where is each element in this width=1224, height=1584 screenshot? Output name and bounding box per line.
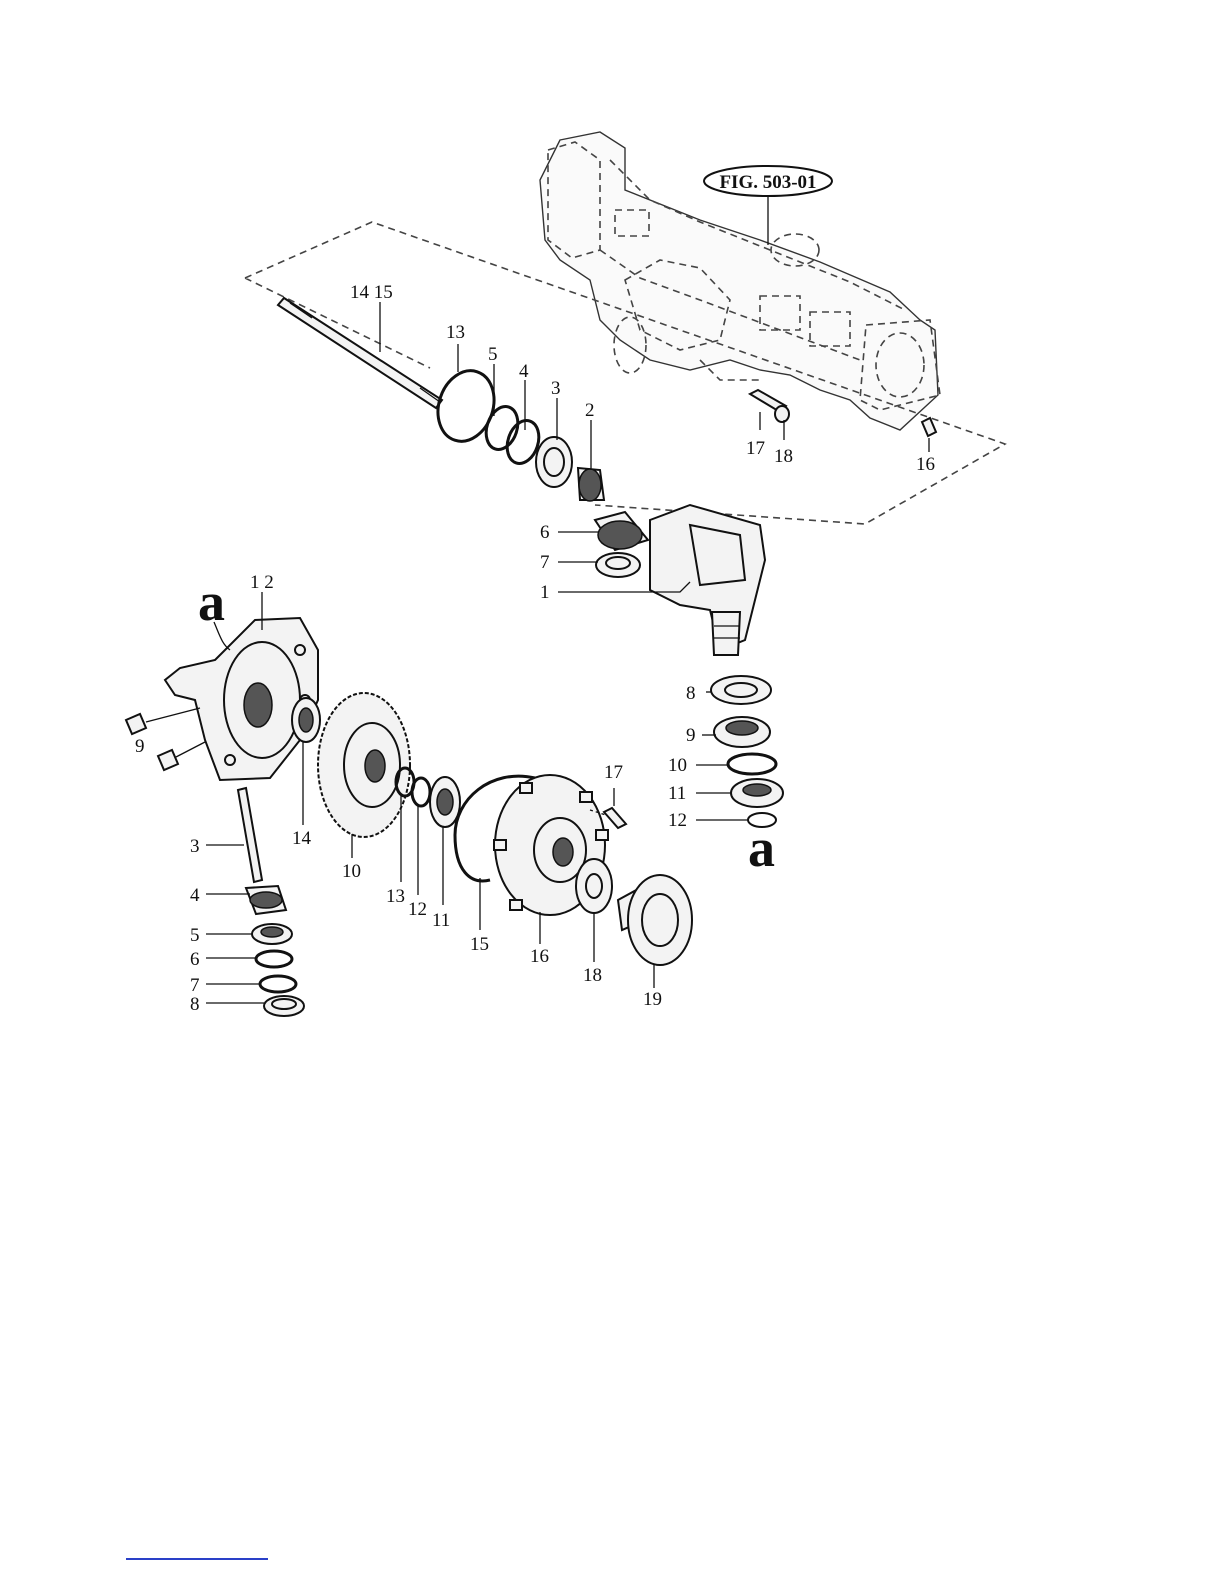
callout-11: 11	[668, 783, 686, 804]
upper-snap-ring-10	[728, 754, 776, 774]
upper-o-ring	[429, 363, 503, 448]
lower-ring-6	[256, 951, 292, 967]
callout-13: 13	[386, 886, 405, 907]
lower-bearing-14	[292, 698, 320, 742]
upper-seal-8	[711, 676, 771, 704]
figure-reference-label: FIG. 503-01	[719, 172, 816, 193]
lower-pinion-shaft-3	[238, 788, 262, 882]
lower-hub-flange-19	[618, 875, 692, 965]
callout-7: 7	[540, 552, 550, 573]
callout-15: 15	[470, 934, 489, 955]
callout-18: 18	[774, 446, 793, 467]
callout-8: 8	[686, 683, 696, 704]
lower-bull-gear-10	[318, 693, 410, 837]
upper-pin-16	[922, 418, 936, 436]
upper-bevel-gear-2	[578, 468, 604, 501]
callout-6: 6	[190, 949, 200, 970]
upper-bearing-7	[596, 553, 640, 577]
callout-19: 19	[643, 989, 662, 1010]
lower-final-drive-housing	[165, 618, 318, 780]
callout-5: 5	[488, 344, 498, 365]
lower-bearing-11	[430, 777, 460, 827]
connector-letter-upper: a	[748, 818, 775, 878]
callout-4: 4	[190, 885, 200, 906]
callout-18: 18	[583, 965, 602, 986]
callout-3: 3	[551, 378, 561, 399]
callout-4: 4	[519, 361, 529, 382]
lower-bearing-5	[252, 924, 292, 944]
lower-seal-8	[264, 996, 304, 1016]
footer-rule	[126, 1558, 268, 1560]
callout-9: 9	[135, 736, 145, 757]
lower-washer-18	[576, 859, 612, 913]
callout-12: 12	[668, 810, 687, 831]
callout-8: 8	[190, 994, 200, 1015]
callout-11: 11	[432, 910, 450, 931]
callout-17: 17	[604, 762, 623, 783]
callout-14: 14	[292, 828, 312, 849]
callout-16: 16	[530, 946, 549, 967]
callout-16: 16	[916, 454, 935, 475]
lower-bolt-17	[604, 808, 626, 828]
upper-axle-shaft	[278, 298, 442, 408]
connector-letter-lower: a	[198, 572, 225, 632]
callout-14-15: 14 15	[350, 282, 393, 303]
callout-2: 2	[585, 400, 595, 421]
lower-ring-12	[412, 778, 430, 806]
callout-17: 17	[746, 438, 765, 459]
upper-bearing-9	[714, 717, 770, 747]
lower-bevel-gear-4	[246, 886, 286, 914]
upper-gear-housing	[650, 505, 765, 655]
callout-5: 5	[190, 925, 200, 946]
upper-bevel-gear-6	[595, 512, 648, 550]
upper-washer-18	[775, 406, 789, 422]
lower-plug-9b	[158, 750, 178, 770]
lower-plug-9a	[126, 714, 146, 734]
callout-1: 1	[540, 582, 550, 603]
upper-bearing-11	[731, 779, 783, 807]
lower-ring-7	[260, 976, 296, 992]
callout-9: 9	[686, 725, 696, 746]
callout-10: 10	[342, 861, 361, 882]
callout-12: 12	[408, 899, 427, 920]
callout-1-2: 1 2	[250, 572, 274, 593]
callout-7: 7	[190, 975, 200, 996]
callout-3: 3	[190, 836, 200, 857]
callout-10: 10	[668, 755, 687, 776]
callout-6: 6	[540, 522, 550, 543]
upper-bearing-3	[536, 437, 572, 487]
upper-snap-ring-5	[481, 402, 523, 453]
callout-13: 13	[446, 322, 465, 343]
